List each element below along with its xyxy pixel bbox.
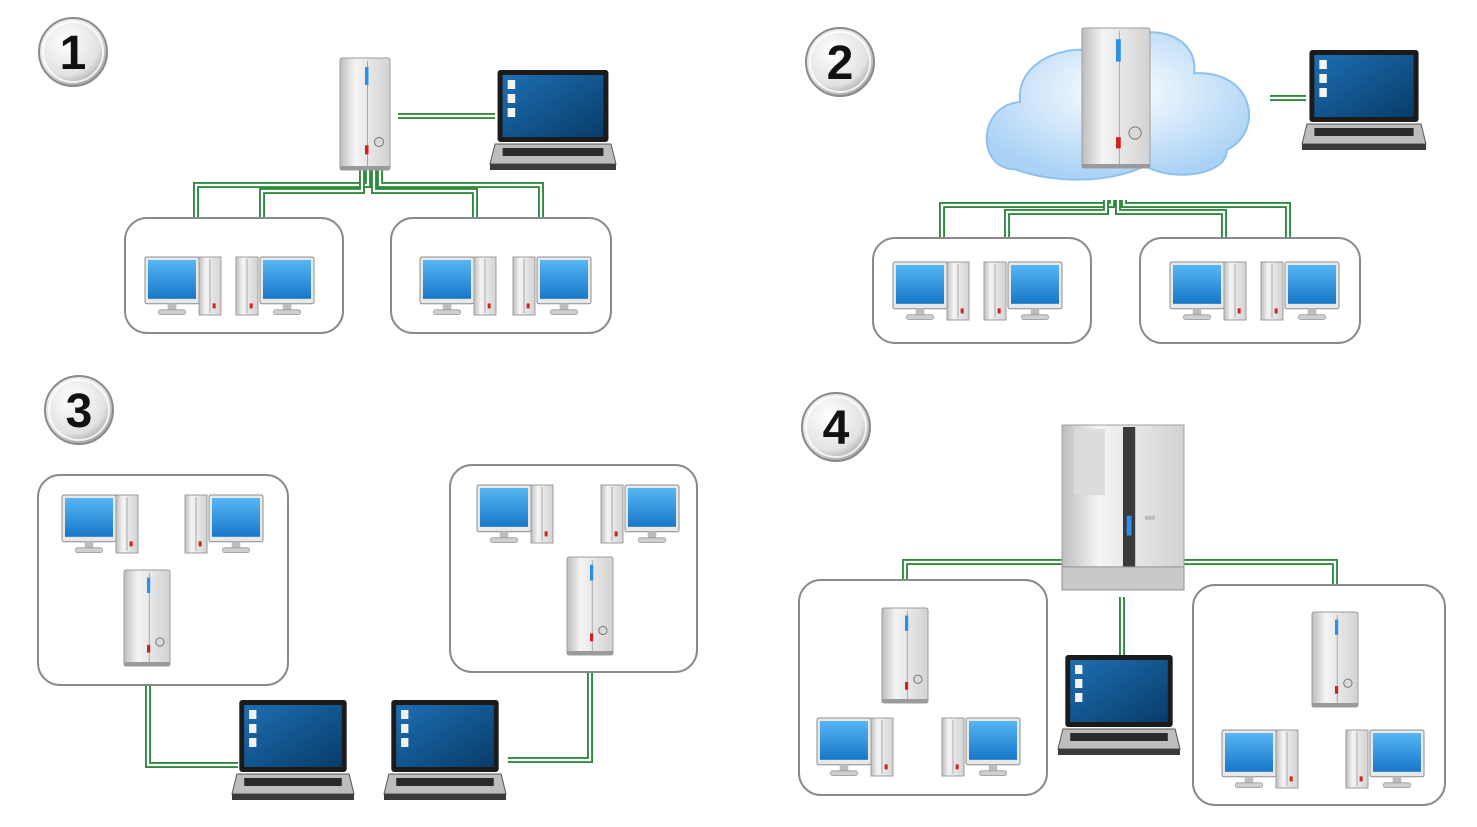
- server-tower-icon: [1081, 27, 1151, 169]
- monitor-icon: [61, 494, 117, 553]
- monitor-icon: [1284, 261, 1340, 320]
- link-line: [145, 668, 238, 768]
- pc-tower-icon: [115, 494, 139, 554]
- rack-server-icon: [1061, 424, 1185, 591]
- pc-tower-icon: [198, 256, 222, 316]
- server-tower-icon: [566, 556, 614, 656]
- monitor-icon: [476, 484, 532, 543]
- laptop-icon: [489, 70, 617, 170]
- monitor-icon: [419, 256, 475, 315]
- link-line: [1115, 200, 1227, 252]
- pc-tower-icon: [870, 717, 894, 777]
- pc-tower-icon: [184, 494, 208, 554]
- monitor-icon: [1007, 261, 1063, 320]
- pc-tower-icon: [1275, 729, 1299, 789]
- laptop-icon: [1057, 655, 1181, 755]
- pc-tower-icon: [600, 484, 624, 544]
- server-tower-icon: [123, 569, 171, 667]
- pc-tower-icon: [983, 261, 1007, 321]
- laptop-icon: [1301, 50, 1427, 150]
- laptop-icon: [231, 700, 355, 800]
- monitor-icon: [624, 484, 680, 543]
- pc-tower-icon: [512, 256, 536, 316]
- panel-number-badge-2: 2: [805, 27, 875, 97]
- panel-number-badge-1: 1: [38, 17, 108, 87]
- monitor-icon: [1221, 729, 1277, 788]
- link-line: [1004, 200, 1109, 252]
- panel-badges: 1 2 3 4: [38, 17, 875, 462]
- link-line: [193, 170, 371, 245]
- pc-tower-icon: [946, 261, 970, 321]
- monitor-icon: [965, 717, 1021, 776]
- laptop-icon: [383, 700, 507, 800]
- monitor-icon: [1369, 729, 1425, 788]
- panel-number: 3: [66, 385, 93, 438]
- server-tower-icon: [881, 607, 929, 704]
- panel-number-badge-3: 3: [44, 375, 114, 445]
- monitor-icon: [259, 256, 315, 315]
- pc-tower-icon: [530, 484, 554, 544]
- link-line: [508, 655, 593, 763]
- pc-tower-icon: [941, 717, 965, 777]
- network-devices: [61, 27, 1427, 800]
- monitor-icon: [536, 256, 592, 315]
- link-line: [377, 170, 544, 245]
- panel-number: 1: [60, 27, 87, 80]
- server-tower-icon: [339, 57, 391, 171]
- monitor-icon: [892, 261, 948, 320]
- pc-tower-icon: [1345, 729, 1369, 789]
- monitor-icon: [1169, 261, 1225, 320]
- panel-number-badge-4: 4: [801, 392, 871, 462]
- panel-number: 2: [827, 37, 854, 90]
- panel-number: 4: [823, 402, 850, 455]
- monitor-icon: [144, 256, 200, 315]
- monitor-icon: [816, 717, 872, 776]
- pc-tower-icon: [235, 256, 259, 316]
- server-tower-icon: [1311, 611, 1359, 708]
- link-line: [939, 200, 1115, 252]
- pc-tower-icon: [473, 256, 497, 316]
- pc-tower-icon: [1260, 261, 1284, 321]
- monitor-icon: [208, 494, 264, 553]
- link-line: [1121, 200, 1291, 252]
- pc-tower-icon: [1223, 261, 1247, 321]
